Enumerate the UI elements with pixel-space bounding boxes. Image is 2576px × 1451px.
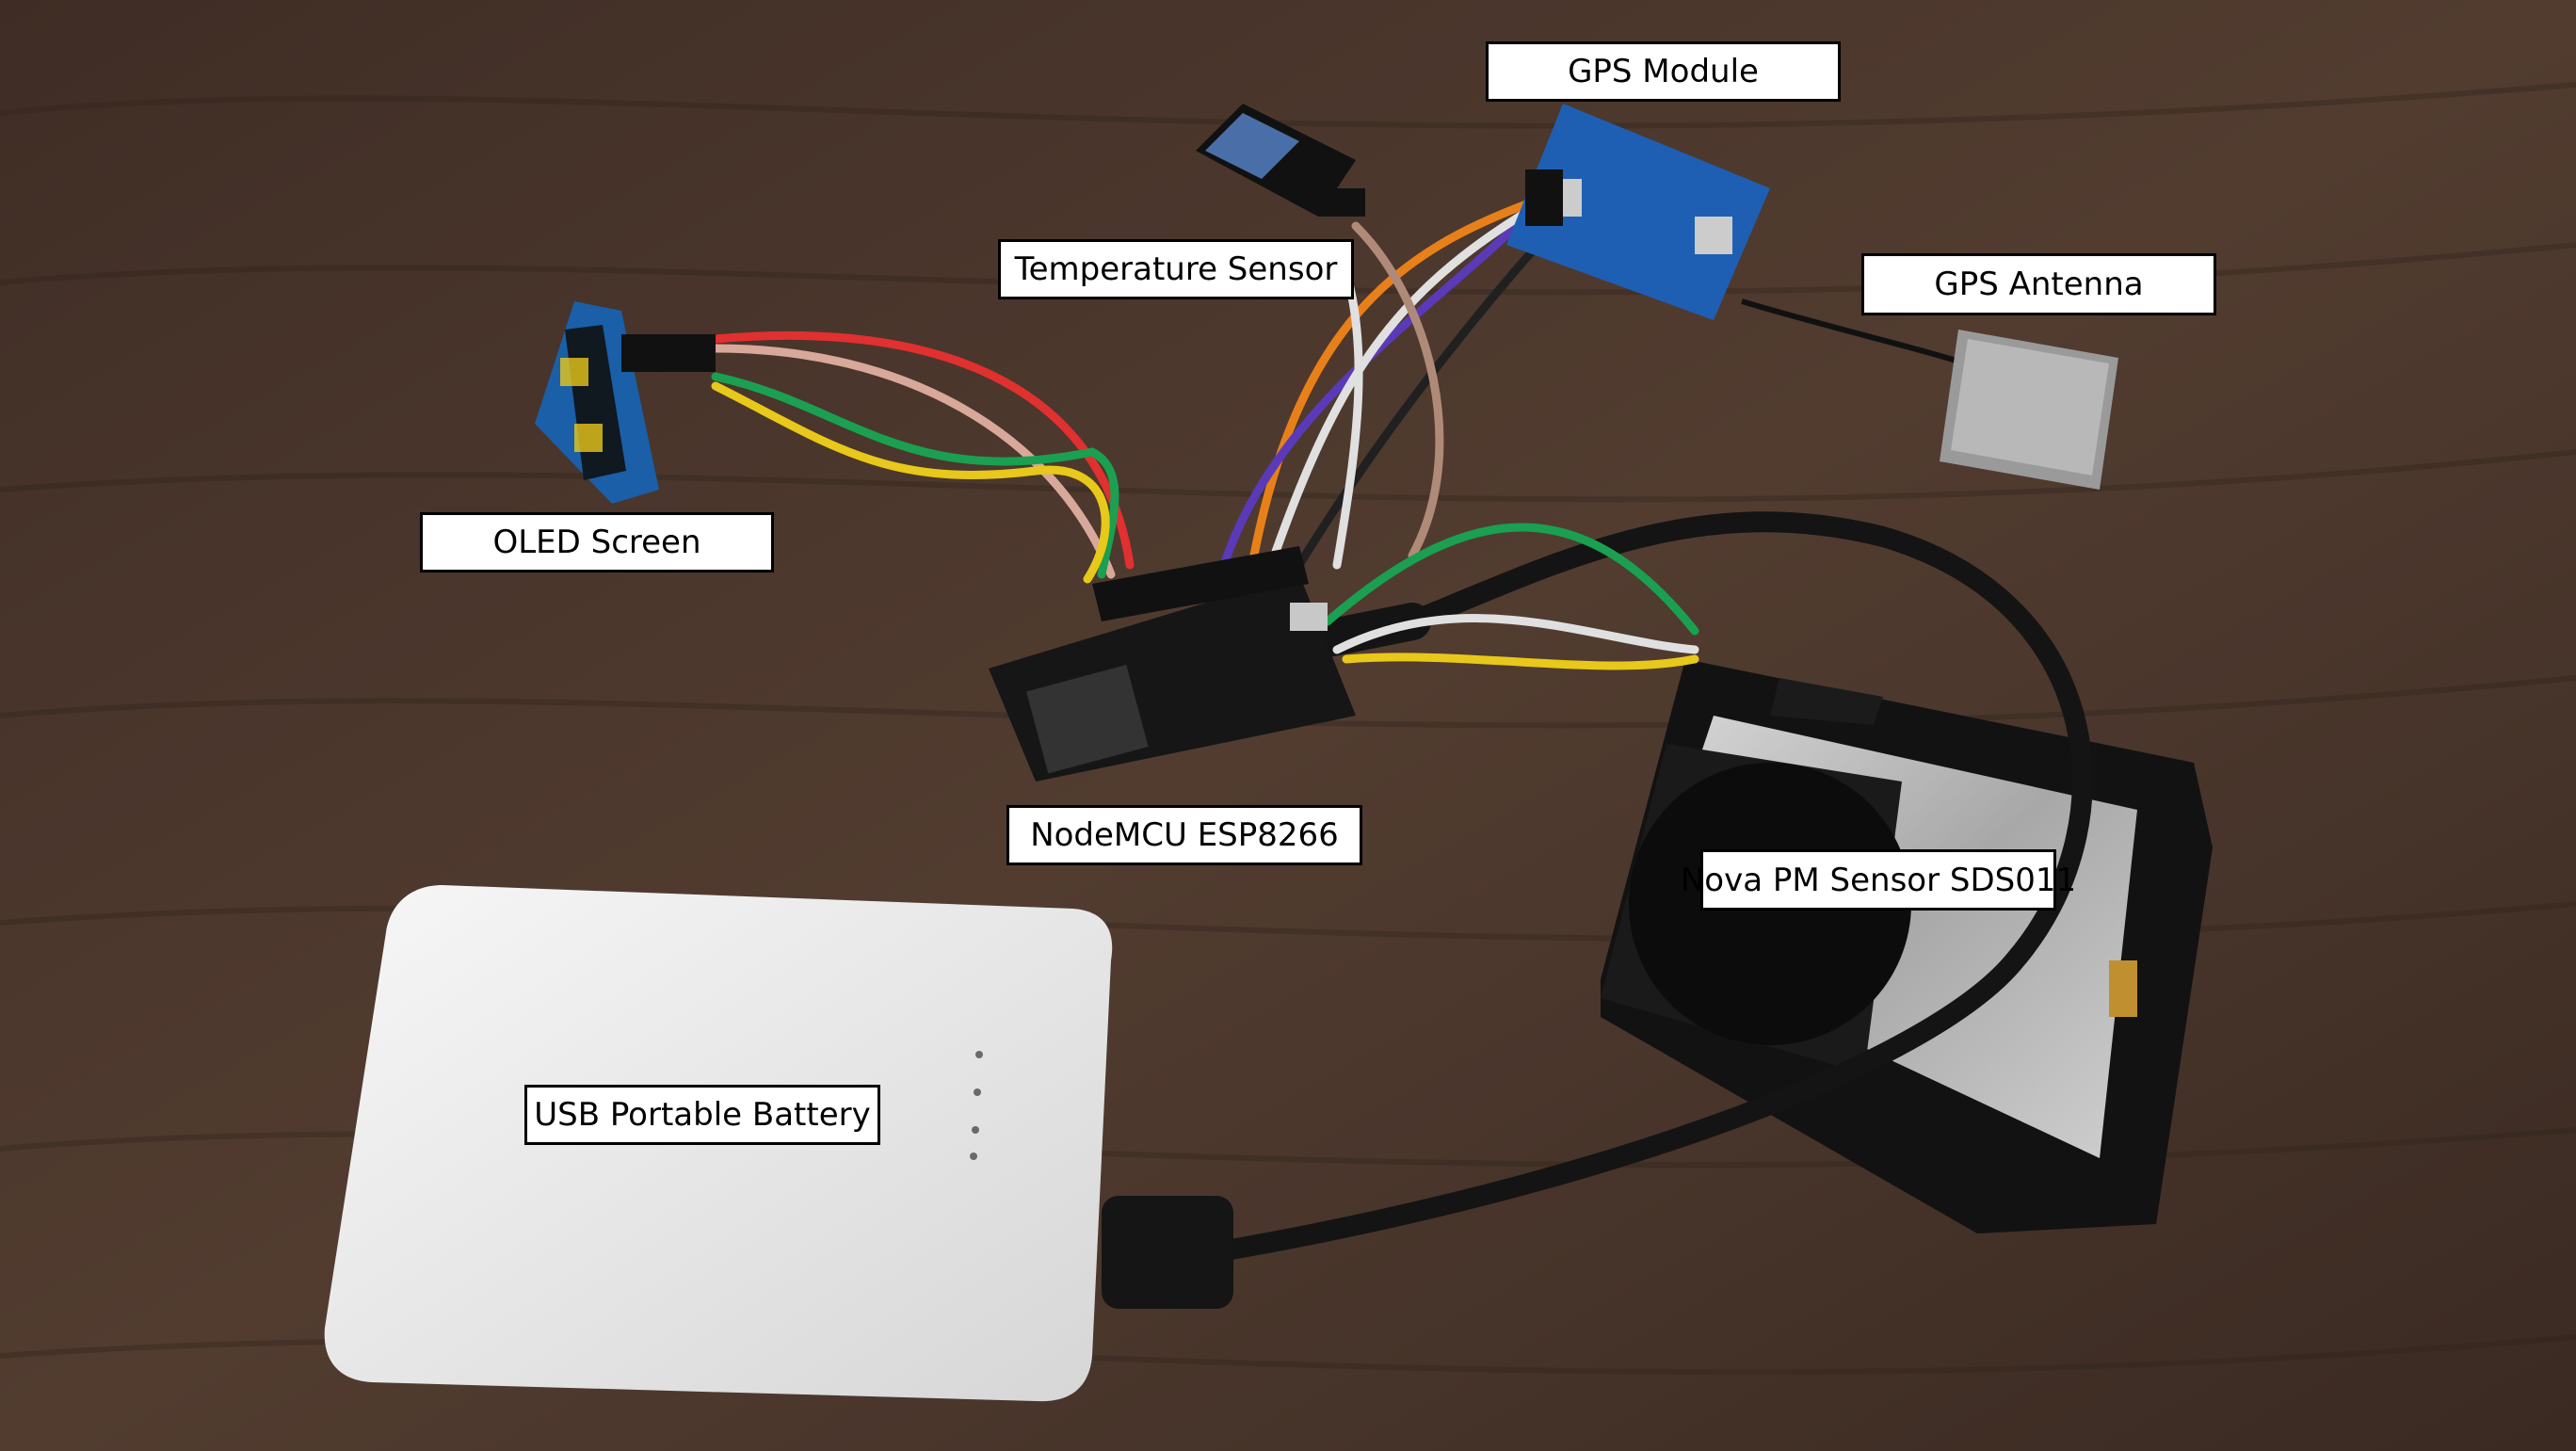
- label-gps-antenna: GPS Antenna: [1861, 253, 2216, 315]
- nodemcu-board: [989, 546, 1356, 782]
- gps-module: [1506, 104, 1770, 320]
- pm-sensor: [1601, 659, 2213, 1233]
- temperature-sensor: [1196, 104, 1365, 217]
- gps-antenna: [1741, 298, 2118, 490]
- oled-screen: [535, 301, 716, 504]
- label-temperature-sensor: Temperature Sensor: [998, 239, 1354, 299]
- label-oled-screen: OLED Screen: [420, 512, 774, 572]
- label-gps-module: GPS Module: [1486, 41, 1841, 102]
- usb-plug-battery: [1102, 1196, 1233, 1309]
- jumper-wires: [711, 184, 1699, 670]
- label-nodemcu: NodeMCU ESP8266: [1006, 805, 1362, 865]
- label-pm-sensor: Nova PM Sensor SDS011: [1681, 849, 2076, 911]
- label-battery: USB Portable Battery: [524, 1085, 880, 1145]
